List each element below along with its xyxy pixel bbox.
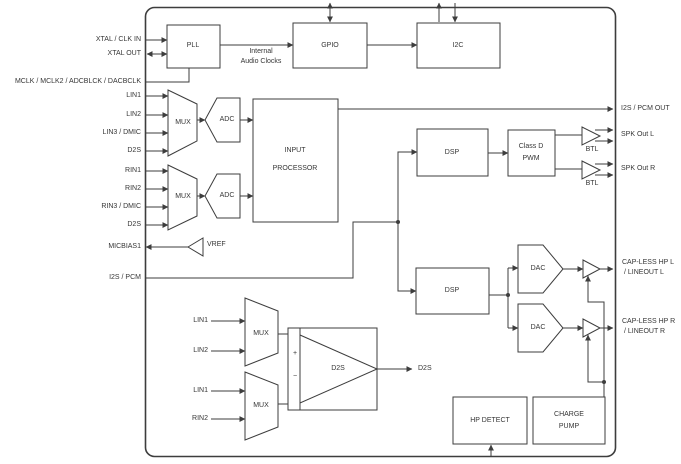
mux3-input-lin2-label: LIN2 bbox=[193, 347, 208, 354]
hp-detect-block bbox=[452, 396, 528, 445]
junction-dot-dac bbox=[506, 293, 510, 297]
mux3-shape bbox=[244, 297, 279, 367]
adc2-label: ADC bbox=[219, 192, 235, 199]
mclk-wire bbox=[145, 68, 190, 83]
mux2-label: MUX bbox=[175, 193, 191, 200]
pin-d2s-r: D2S bbox=[127, 221, 141, 228]
charge-pump-block bbox=[532, 396, 606, 445]
internal-audio-clocks-label-1: Internal bbox=[249, 48, 273, 55]
dac1-label: DAC bbox=[530, 265, 546, 272]
d2s-minus-label: − bbox=[292, 373, 298, 380]
btl2-label: BTL bbox=[585, 180, 599, 187]
pll-label: PLL bbox=[186, 42, 200, 49]
pin-i2s-pcm: I2S / PCM bbox=[109, 274, 141, 281]
pin-hp-l-line2: / LINEOUT L bbox=[624, 269, 664, 276]
d2s-amp-label: D2S bbox=[331, 365, 345, 372]
btl1-label: BTL bbox=[585, 146, 599, 153]
i2s-pcm-in-wire bbox=[145, 221, 398, 279]
input-processor-label-1: INPUT bbox=[284, 147, 306, 154]
charge-pump-feed-l bbox=[585, 275, 605, 397]
pin-i2s-pcm-out: I2S / PCM OUT bbox=[621, 105, 670, 112]
class-d-pwm-label-1: Class D bbox=[518, 143, 544, 150]
mux3-input-lin1-label: LIN1 bbox=[193, 317, 208, 324]
i2s-to-dsp1-wire bbox=[397, 149, 418, 222]
pin-hp-r-line2: / LINEOUT R bbox=[624, 328, 666, 335]
mux4-input-rin2-label: RIN2 bbox=[192, 415, 208, 422]
mux3-label: MUX bbox=[253, 330, 269, 337]
d2s-plus-label: + bbox=[292, 350, 298, 357]
junction-dot-chargepump bbox=[602, 380, 606, 384]
dac2-label: DAC bbox=[530, 324, 546, 331]
class-d-pwm-block bbox=[507, 129, 556, 177]
d2s-signal-out-label: D2S bbox=[418, 365, 432, 372]
charge-pump-feed-r bbox=[585, 334, 604, 383]
hp-amp-l-shape bbox=[582, 259, 602, 279]
internal-audio-clocks-label-2: Audio Clocks bbox=[240, 58, 282, 65]
mux4-input-lin1-label: LIN1 bbox=[193, 387, 208, 394]
mux4-label: MUX bbox=[253, 402, 269, 409]
pin-rin2: RIN2 bbox=[125, 185, 141, 192]
mux1-label: MUX bbox=[175, 119, 191, 126]
btl1-amp-shape bbox=[581, 126, 602, 146]
pin-rin1: RIN1 bbox=[125, 167, 141, 174]
pin-mclk: MCLK / MCLK2 / ADCBLCK / DACBCLK bbox=[14, 78, 141, 85]
pin-micbias1: MICBIAS1 bbox=[108, 243, 141, 250]
pin-lin3-dmic: LIN3 / DMIC bbox=[102, 129, 141, 136]
pin-xtal-out: XTAL OUT bbox=[107, 50, 141, 57]
i2c-label: I2C bbox=[452, 42, 464, 49]
dsp1-label: DSP bbox=[444, 149, 460, 156]
adc1-label: ADC bbox=[219, 116, 235, 123]
btl2-amp-shape bbox=[581, 160, 602, 180]
pin-spk-out-l: SPK Out L bbox=[621, 131, 655, 138]
charge-pump-label-2: PUMP bbox=[558, 423, 580, 430]
pll-block bbox=[166, 24, 221, 69]
d2s-amp-triangle bbox=[299, 334, 379, 404]
junction-dot-i2s bbox=[396, 220, 400, 224]
pin-lin2: LIN2 bbox=[126, 111, 141, 118]
gpio-label: GPIO bbox=[321, 42, 339, 49]
dac2-shape bbox=[517, 303, 564, 353]
hp-amp-r-shape bbox=[582, 318, 602, 338]
pin-hp-r-line1: CAP-LESS HP R bbox=[622, 318, 676, 325]
chip-outline bbox=[144, 6, 617, 458]
i2s-to-dsp2-wire bbox=[397, 222, 417, 294]
hp-detect-label: HP DETECT bbox=[470, 417, 510, 424]
charge-pump-label-1: CHARGE bbox=[554, 411, 584, 418]
input-processor-label-2: PROCESSOR bbox=[272, 165, 318, 172]
vref-label: VREF bbox=[207, 241, 226, 248]
dsp2-label: DSP bbox=[444, 287, 460, 294]
pin-xtal-clk-in: XTAL / CLK IN bbox=[95, 36, 141, 43]
pin-rin3-dmic: RIN3 / DMIC bbox=[101, 203, 141, 210]
pin-d2s-l: D2S bbox=[127, 147, 141, 154]
input-processor-block bbox=[252, 98, 339, 223]
class-d-pwm-label-2: PWM bbox=[522, 155, 540, 162]
pin-spk-out-r: SPK Out R bbox=[621, 165, 656, 172]
dac1-shape bbox=[517, 244, 564, 294]
vref-amp-shape bbox=[187, 237, 204, 257]
pin-lin1: LIN1 bbox=[126, 92, 141, 99]
pin-hp-l-line1: CAP-LESS HP L bbox=[622, 259, 675, 266]
